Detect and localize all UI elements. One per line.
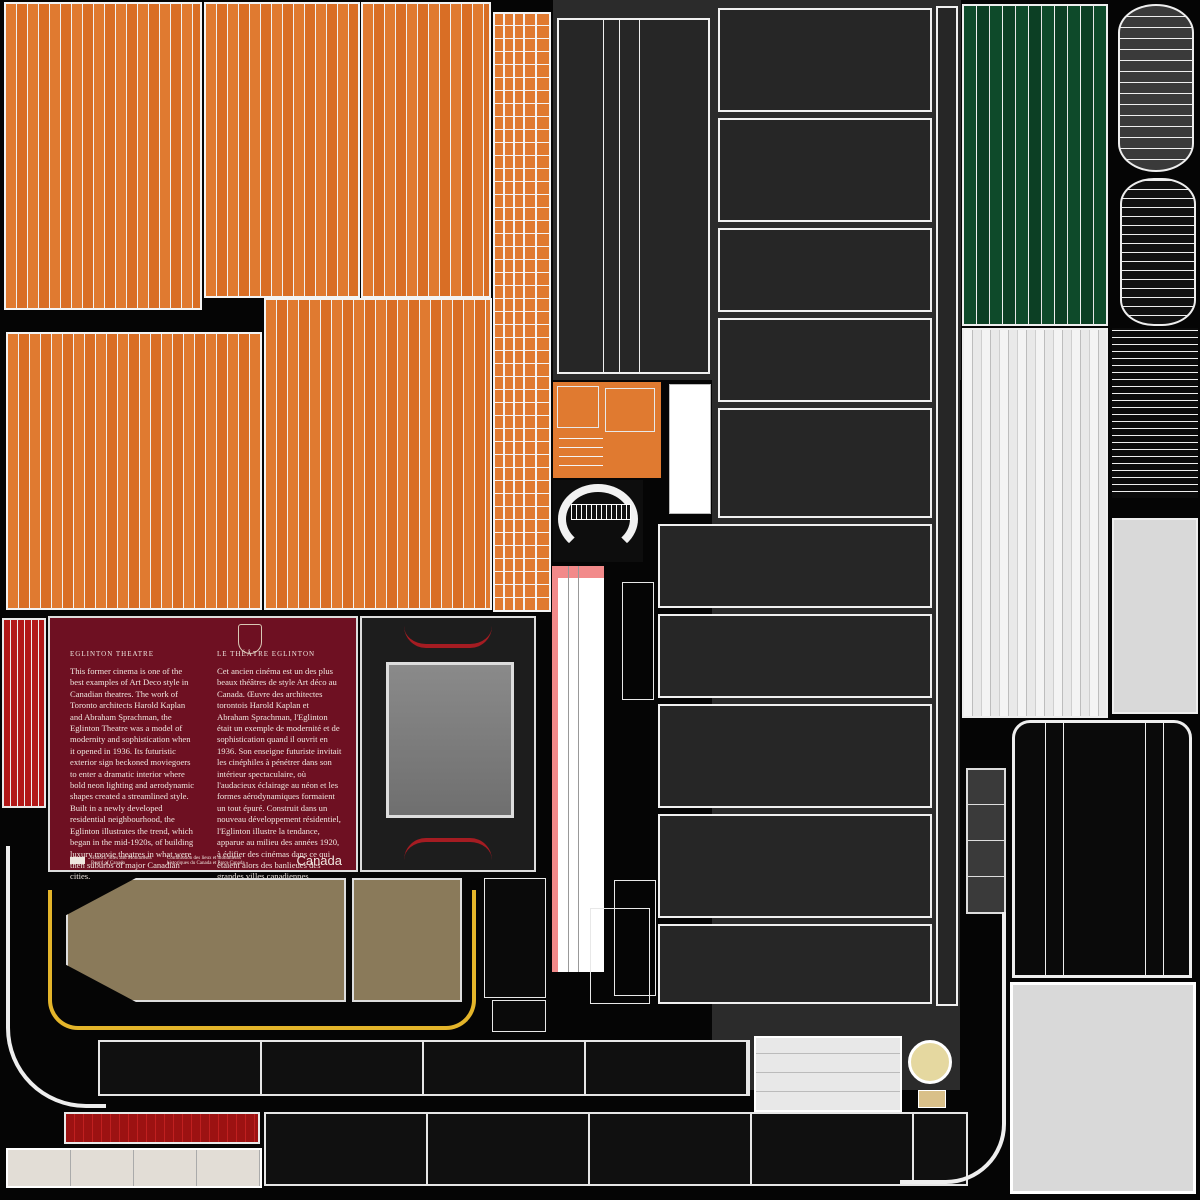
yellow-frame	[48, 890, 476, 1030]
ornament-icon-bottom	[404, 838, 492, 860]
dark-tile-3	[718, 228, 932, 312]
grey-tile-stack	[966, 768, 1006, 914]
dark-tile-6	[658, 524, 932, 608]
framed-screen-panel	[360, 616, 536, 872]
red-bottom-bar	[64, 1112, 260, 1144]
screen-surface	[386, 662, 514, 818]
bottom-strip-2	[264, 1112, 968, 1186]
orange-grid-strip	[493, 12, 551, 612]
orange-panel-4	[6, 332, 262, 610]
dark-thin-bar	[936, 6, 958, 1006]
shape-oval-1	[1118, 4, 1194, 172]
grey-wire-large	[1010, 982, 1196, 1194]
orange-panel-3	[361, 2, 491, 298]
dark-tile-1	[718, 8, 932, 112]
light-tile-strip	[754, 1036, 902, 1112]
orange-small-block	[553, 382, 661, 478]
white-curve-right	[900, 912, 1006, 1184]
plaque-title-fr: LE THÉÂTRE EGLINTON	[217, 650, 316, 658]
dark-tile-9	[658, 814, 932, 918]
bottom-strip-1	[98, 1040, 750, 1096]
white-detail-panel	[669, 384, 711, 514]
circular-detail	[553, 480, 643, 562]
grey-curved-piece	[1112, 518, 1198, 714]
globe-lamp	[904, 1040, 956, 1110]
wire-column-1	[622, 582, 654, 700]
projector-texture	[66, 878, 346, 1002]
wire-block-small-1	[484, 878, 546, 998]
light-bottom-bar	[6, 1148, 262, 1188]
orange-panel-1	[4, 2, 202, 310]
plaque-title-en: EGLINTON THEATRE	[70, 650, 154, 658]
plaque-wordmark: Canada	[296, 853, 342, 868]
plaque-body-fr: Cet ancien cinéma est un des plus beaux …	[217, 666, 342, 882]
wire-column-2	[614, 880, 656, 996]
dark-wire-block	[1012, 720, 1192, 978]
wire-column-3	[590, 908, 650, 1004]
coat-of-arms-icon	[238, 624, 262, 654]
dark-strip-left	[557, 18, 710, 374]
orange-panel-2	[204, 2, 360, 298]
orange-panel-5	[264, 298, 492, 610]
plaque-footer-pc: et Parcs Canada	[212, 860, 245, 866]
dark-tile-5	[718, 408, 932, 518]
pink-strip	[552, 566, 604, 972]
plaque-footer-en: Historic Sites and Monuments Board of Ca…	[91, 855, 152, 866]
projector-detail	[352, 878, 462, 1002]
ornament-icon	[404, 626, 492, 648]
dark-tile-7	[658, 614, 932, 698]
historic-plaque: EGLINTON THEATRE This former cinema is o…	[48, 616, 358, 881]
dark-tile-4	[718, 318, 932, 402]
dark-tile-2	[718, 118, 932, 222]
white-striped-panel	[962, 328, 1108, 718]
dark-tile-8	[658, 704, 932, 808]
plaque-footer-fr: Commission des lieux et monuments histor…	[167, 855, 241, 866]
red-strip-piece	[2, 618, 46, 808]
wire-stack	[1112, 328, 1198, 498]
dark-tile-10	[658, 924, 932, 1004]
white-curve-left	[6, 846, 106, 1108]
plaque-body-en: This former cinema is one of the best ex…	[70, 666, 195, 882]
green-panel	[962, 4, 1108, 326]
wire-block-small-2	[492, 1000, 546, 1032]
shape-oval-2	[1120, 178, 1196, 326]
